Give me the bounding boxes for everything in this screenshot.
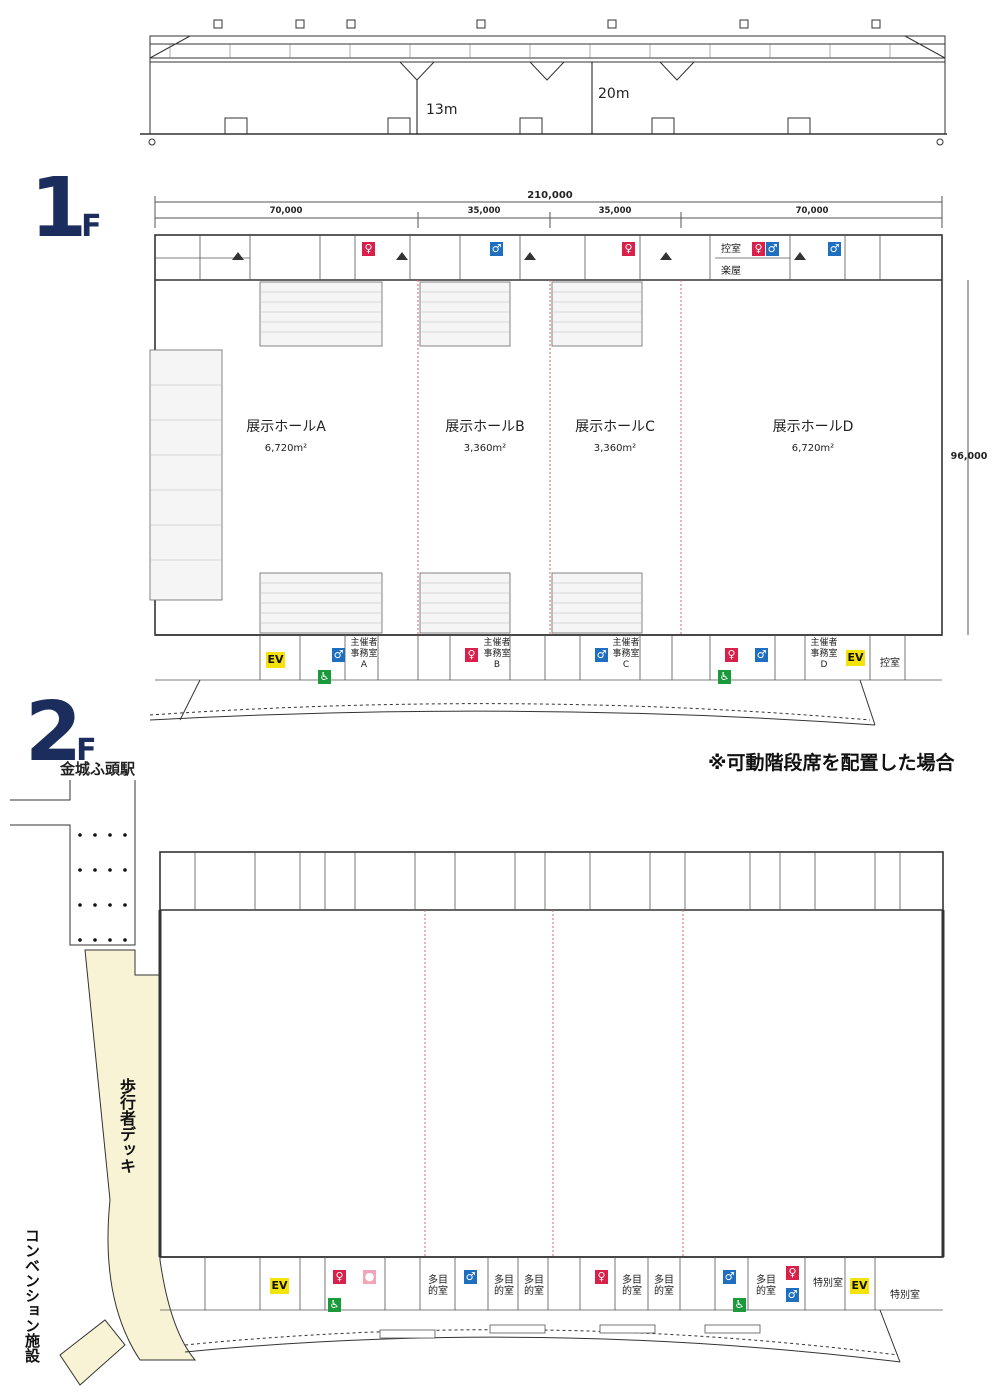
female-toilet-icon: ♀ (725, 648, 738, 662)
male-toilet-icon: ♂ (766, 242, 779, 256)
depth-dimension: 96,000 (950, 451, 988, 462)
movable-seating-note: ※可動階段席を配置した場合 (708, 752, 955, 774)
floor2-number: 2 (25, 685, 82, 780)
building-section (140, 19, 947, 146)
wheelchair-icon: ♿ (733, 1298, 746, 1312)
station-label: 金城ふ頭駅 (60, 760, 136, 778)
wheelchair-icon: ♿ (318, 670, 331, 684)
floor1-suffix: F (81, 209, 102, 244)
pedestrian-deck-label: 歩行者デッキ (117, 1078, 136, 1174)
width-dimension-c: 35,000 (598, 206, 632, 216)
control-room-top: 控室 (721, 244, 741, 255)
wheelchair-icon: ♿ (718, 670, 731, 684)
female-toilet-icon: ♀ (465, 648, 478, 662)
elevator-icon: EV (846, 650, 865, 666)
hall-b-area: 3,360m² (463, 443, 507, 454)
multipurpose-room-1: 多目的室 (428, 1275, 448, 1297)
male-toilet-icon: ♂ (490, 242, 503, 256)
floor1-plan (149, 196, 969, 726)
organizer-office-c-letter: C (622, 660, 630, 670)
male-toilet-icon: ♂ (723, 1270, 736, 1284)
elevator-icon: EV (850, 1278, 869, 1294)
female-toilet-icon: ♀ (595, 1270, 608, 1284)
organizer-office-b-letter: B (493, 660, 501, 670)
control-room-bottom: 控室 (880, 658, 900, 669)
male-toilet-icon: ♂ (786, 1288, 799, 1302)
multipurpose-room-5: 多目的室 (654, 1275, 674, 1297)
multipurpose-room-6: 多目的室 (756, 1275, 776, 1297)
male-toilet-icon: ♂ (828, 242, 841, 256)
hall-d-name: 展示ホールD (772, 419, 854, 435)
total-width-dimension: 210,000 (527, 190, 573, 201)
width-dimension-d: 70,000 (795, 206, 829, 216)
special-room-1: 特別室 (813, 1278, 843, 1289)
height-20m-label: 20m (598, 86, 630, 102)
special-room-2: 特別室 (890, 1290, 920, 1301)
height-13m-label: 13m (426, 102, 458, 118)
male-toilet-icon: ♂ (755, 648, 768, 662)
organizer-office-a-letter: A (360, 660, 368, 670)
organizer-office-a-label: 主催者事務室 (350, 638, 378, 659)
convention-facility-label: コンベンション施設 (23, 1228, 41, 1363)
organizer-office-d-letter: D (820, 660, 828, 670)
multipurpose-room-3: 多目的室 (524, 1275, 544, 1297)
organizer-office-d-label: 主催者事務室 (810, 638, 838, 659)
organizer-office-c-label: 主催者事務室 (612, 638, 640, 659)
female-toilet-icon: ♀ (752, 242, 765, 256)
male-toilet-icon: ♂ (332, 648, 345, 662)
hall-d-area: 6,720m² (791, 443, 835, 454)
female-toilet-icon: ♀ (333, 1270, 346, 1284)
floor2-label: 2F (25, 692, 97, 774)
hall-b-name: 展示ホールB (445, 419, 525, 435)
female-toilet-icon: ♀ (786, 1266, 799, 1280)
floor2-plan (10, 780, 945, 1386)
width-dimension-b: 35,000 (467, 206, 501, 216)
female-toilet-icon: ♀ (622, 242, 635, 256)
male-toilet-icon: ♂ (595, 648, 608, 662)
hall-c-name: 展示ホールC (575, 419, 655, 435)
floor1-number: 1 (30, 161, 87, 256)
male-toilet-icon: ♂ (464, 1270, 477, 1284)
female-toilet-icon: ♀ (362, 242, 375, 256)
hall-c-area: 3,360m² (593, 443, 637, 454)
baby-room-icon: ● (363, 1270, 376, 1284)
width-dimension-a: 70,000 (269, 206, 303, 216)
elevator-icon: EV (270, 1278, 289, 1294)
floor2-suffix: F (76, 733, 97, 768)
dressing-room: 楽屋 (721, 266, 741, 277)
multipurpose-room-4: 多目的室 (622, 1275, 642, 1297)
elevator-icon: EV (266, 652, 285, 668)
hall-a-name: 展示ホールA (246, 419, 326, 435)
floor1-label: 1F (30, 168, 102, 250)
hall-a-area: 6,720m² (264, 443, 308, 454)
multipurpose-room-2: 多目的室 (494, 1275, 514, 1297)
wheelchair-icon: ♿ (328, 1298, 341, 1312)
organizer-office-b-label: 主催者事務室 (483, 638, 511, 659)
